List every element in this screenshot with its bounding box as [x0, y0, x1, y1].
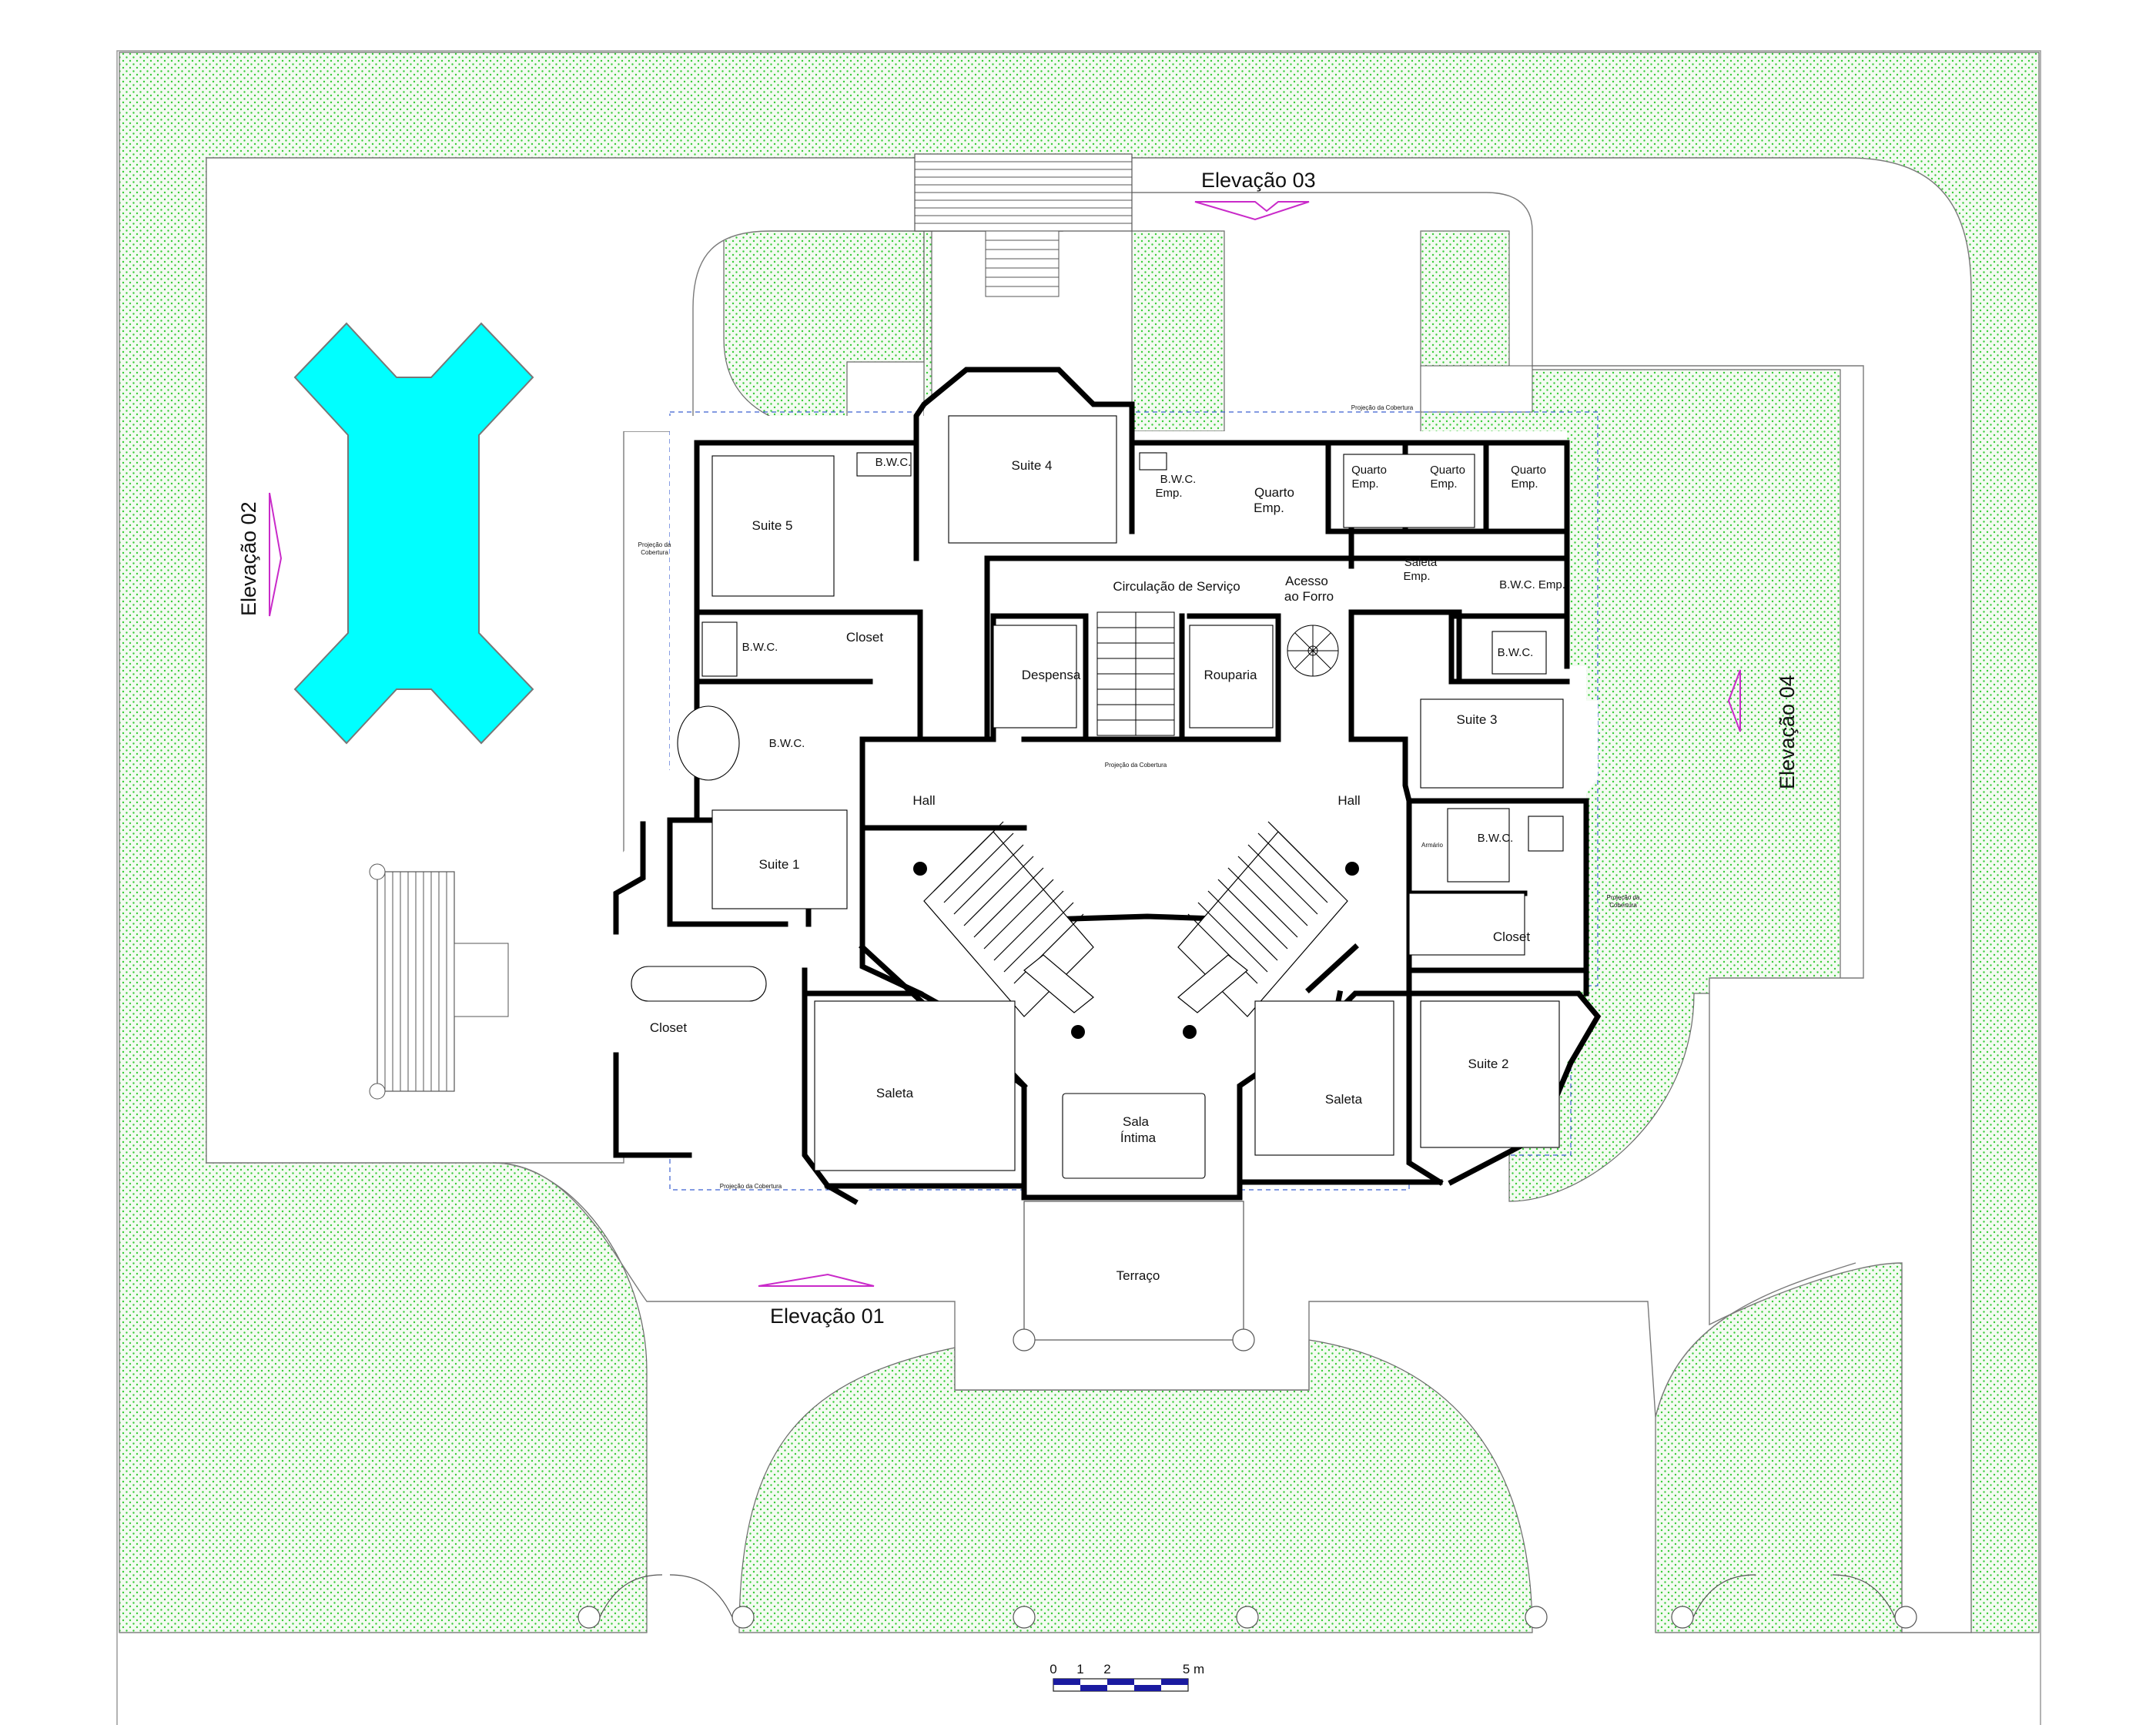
- scale-tick-5: 5 m: [1183, 1662, 1204, 1676]
- room-despensa: Despensa: [1022, 668, 1081, 682]
- room-suite2: Suite 2: [1468, 1057, 1509, 1071]
- room-sala-2: Íntima: [1120, 1130, 1157, 1145]
- scale-tick-1: 1: [1076, 1662, 1083, 1676]
- room-bwc-emp-right: B.W.C. Emp.: [1499, 578, 1565, 591]
- columns: [913, 862, 1359, 1039]
- scale-tick-0: 0: [1050, 1662, 1056, 1676]
- central-stairs: [923, 821, 1348, 1017]
- note-projecao-right: Projeção da: [1607, 894, 1640, 901]
- stairs-left-entrance: [369, 863, 509, 1100]
- room-hall-left: Hall: [912, 793, 935, 808]
- room-quarto-emp-b: Quarto: [1351, 464, 1387, 477]
- room-saleta-left: Saleta: [876, 1086, 914, 1100]
- terrace: [1013, 1201, 1255, 1352]
- lot-boundary: [116, 50, 2041, 1725]
- annotation-labels: Projeção da Cobertura Projeção da Cobert…: [638, 404, 1640, 1190]
- room-closet-s5: Closet: [846, 630, 883, 645]
- note-projecao-center: Projeção da Cobertura: [1105, 762, 1167, 769]
- elevation-markers: [269, 201, 1741, 1287]
- room-saleta-emp: Saleta: [1404, 556, 1438, 569]
- room-hall-right: Hall: [1337, 793, 1360, 808]
- room-acesso: Acesso: [1285, 574, 1328, 588]
- note-projecao-top: Projeção da Cobertura: [1351, 404, 1414, 411]
- elevation-labels: Elevação 03 Elevação 01 Elevação 02 Elev…: [237, 169, 1799, 1328]
- scale-labels: 0 1 2 5 m: [1050, 1662, 1204, 1676]
- room-quarto-emp-c-2: Emp.: [1430, 477, 1457, 491]
- room-suite3: Suite 3: [1457, 712, 1498, 727]
- scale-bar: [1053, 1678, 1189, 1692]
- room-armario: Armário: [1421, 842, 1444, 849]
- room-rouparia: Rouparia: [1204, 668, 1258, 682]
- room-acesso-2: ao Forro: [1284, 589, 1334, 604]
- room-bwc-emp-top: B.W.C.: [1160, 473, 1197, 486]
- room-quarto-emp-b-2: Emp.: [1351, 477, 1378, 491]
- room-suite1: Suite 1: [759, 857, 800, 872]
- room-terraco: Terraço: [1116, 1268, 1160, 1283]
- service-stairs: [1096, 611, 1339, 736]
- room-closet-s2: Closet: [1493, 929, 1530, 944]
- room-quarto-emp-a: Quarto: [1254, 485, 1294, 500]
- room-bwc-emp-top-2: Emp.: [1155, 487, 1182, 500]
- scale-tick-2: 2: [1103, 1662, 1110, 1676]
- room-bwc-left: B.W.C.: [769, 737, 805, 750]
- room-quarto-emp-a-2: Emp.: [1254, 501, 1284, 515]
- room-closet-left: Closet: [650, 1020, 687, 1035]
- note-projecao-left: Projeção da: [638, 541, 671, 548]
- room-saleta-emp-2: Emp.: [1403, 570, 1430, 583]
- room-sala: Sala: [1123, 1114, 1150, 1129]
- room-quarto-emp-c: Quarto: [1430, 464, 1465, 477]
- front-gates: [578, 1574, 1917, 1629]
- room-labels: Suite 5 Suite 4 B.W.C. B.W.C. Emp. Quart…: [650, 456, 1565, 1283]
- room-circulacao: Circulação de Serviço: [1113, 579, 1240, 594]
- room-suite4: Suite 4: [1012, 458, 1053, 473]
- room-bwc-s5: B.W.C.: [742, 641, 778, 654]
- elevation-02-label: Elevação 02: [237, 501, 260, 616]
- stairs-top-entrance: [914, 153, 1133, 297]
- fixtures: [631, 415, 1564, 1179]
- room-quarto-emp-d: Quarto: [1511, 464, 1546, 477]
- elevation-04-label: Elevação 04: [1776, 675, 1799, 789]
- room-bwc-s2: B.W.C.: [1478, 832, 1514, 845]
- pool: [293, 322, 534, 745]
- driveway: [206, 157, 1972, 1633]
- room-suite5: Suite 5: [752, 518, 793, 533]
- stairs-service: [1420, 365, 1533, 413]
- note-projecao-right-2: Cobertura: [1609, 902, 1637, 909]
- room-saleta-right: Saleta: [1325, 1092, 1363, 1107]
- elevation-03-label: Elevação 03: [1201, 169, 1316, 192]
- room-quarto-emp-d-2: Emp.: [1511, 477, 1538, 491]
- note-projecao-left-2: Cobertura: [641, 549, 668, 556]
- room-bwc-right-upper: B.W.C.: [1498, 646, 1534, 659]
- note-projecao-bottom: Projeção da Cobertura: [720, 1183, 782, 1190]
- elevation-01-label: Elevação 01: [770, 1305, 885, 1328]
- room-bwc-top: B.W.C.: [875, 456, 912, 469]
